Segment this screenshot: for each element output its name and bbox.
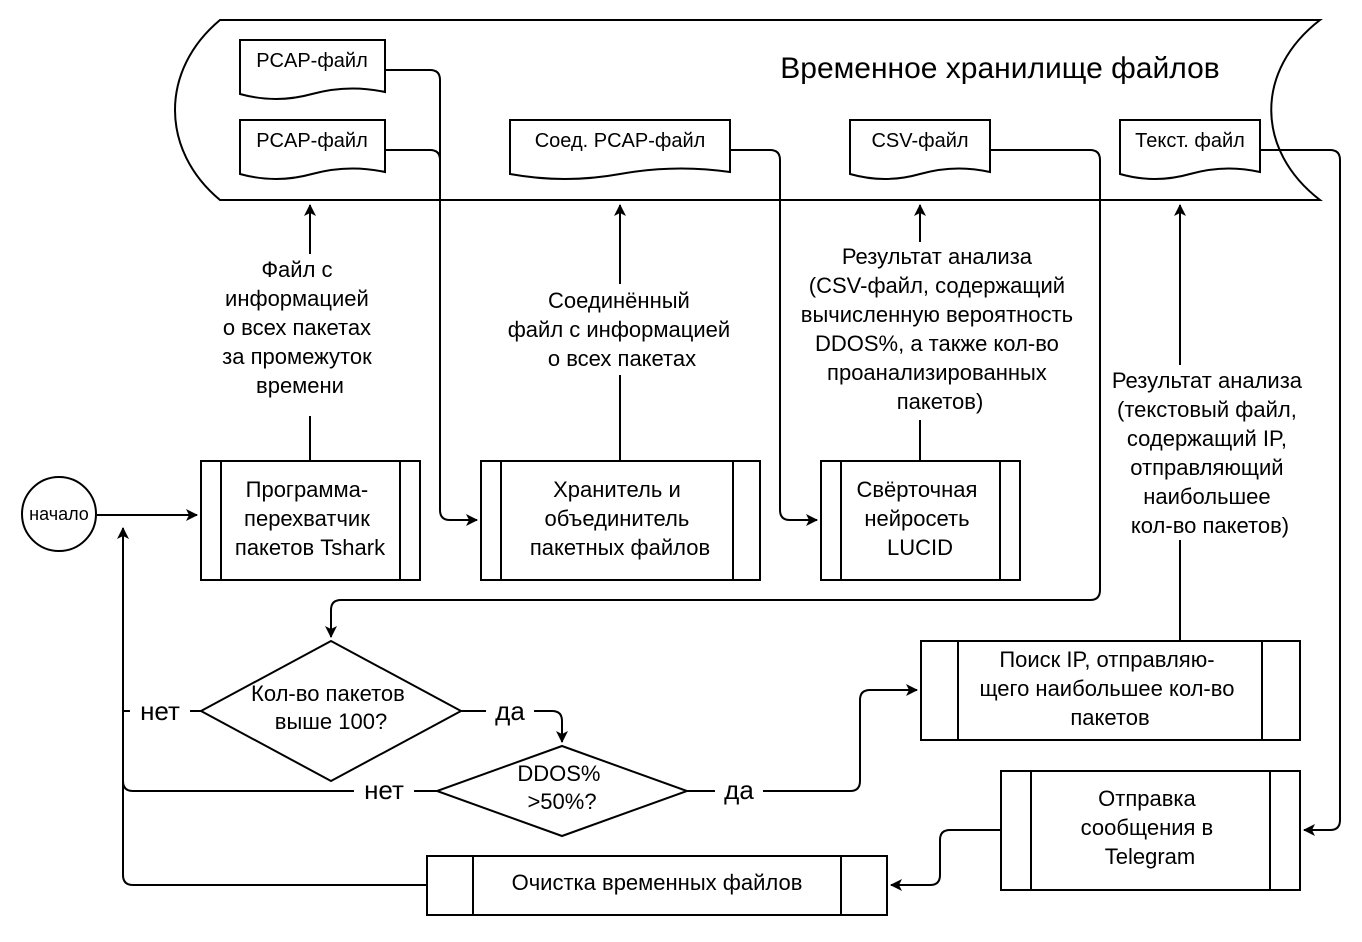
- edge-pcap1-to-merger: [385, 69, 478, 526]
- svg-text:Соед. PCAP-файл: Соед. PCAP-файл: [535, 130, 706, 152]
- svg-text:Очистка временных файлов: Очистка временных файлов: [512, 870, 803, 895]
- svg-text:DDOS% >50%?: DDOS% >50%?: [517, 761, 606, 814]
- svg-text:Отправка сообщения в: Отправка сообщения в Telegram: [1081, 786, 1220, 869]
- label-tshark-output: Файл с информацией о всех пакетах за про…: [222, 257, 378, 398]
- svg-text:Хранитель и объединитель: Хранитель и объединитель пакетных файлов: [530, 477, 710, 560]
- svg-text:Текст. файл: Текст. файл: [1135, 130, 1245, 152]
- label-no-packets: нет: [140, 696, 180, 726]
- label-bg: [354, 776, 414, 806]
- edge-csv-to-decision: [325, 149, 1101, 638]
- svg-text:PCAP-файл: PCAP-файл: [256, 50, 368, 72]
- svg-text:CSV-файл: CSV-файл: [871, 130, 968, 152]
- process-telegram: Отправка сообщения в Telegram: [1000, 770, 1301, 891]
- label-bg: [486, 697, 534, 727]
- process-file-merger: Хранитель и объединитель пакетных файлов: [480, 460, 761, 581]
- edge-yes-to-ddos: [461, 710, 568, 743]
- document-pcap-file-1: PCAP-файл: [239, 39, 386, 100]
- process-cleanup: Очистка временных файлов: [426, 855, 888, 916]
- svg-text:Поиск IP, отправляю- щег: Поиск IP, отправляю- щего наибольшее кол…: [979, 647, 1240, 730]
- start-node: начало: [21, 476, 97, 552]
- svg-text:Свёрточная нейросеть: Свёрточная нейросеть LUCID: [856, 477, 983, 560]
- label-merger-output: Соединённый файл с информацией о всех па…: [508, 288, 737, 371]
- label-ipsearch-output: Результат анализа (текстовый файл, содер…: [1112, 368, 1308, 538]
- storage-title: Временное хранилище файлов: [780, 52, 1219, 85]
- decision-packet-count: Кол-во пакетов выше 100?: [198, 639, 464, 783]
- process-ip-search: Поиск IP, отправляю- щего наибольшее кол…: [920, 640, 1301, 741]
- edge-yes-to-ipsearch: [687, 684, 918, 792]
- svg-text:Кол-во пакетов выше 100?: Кол-во пакетов выше 100?: [251, 681, 411, 734]
- svg-text:начало: начало: [29, 504, 89, 524]
- label-bg: [130, 697, 190, 727]
- svg-text:Программа- перехватчик: Программа- перехватчик пакетов Tshark: [235, 477, 386, 560]
- document-csv-file: CSV-файл: [849, 119, 991, 180]
- document-merged-pcap-file: Соед. PCAP-файл: [509, 119, 731, 180]
- document-pcap-file-2: PCAP-файл: [239, 119, 386, 180]
- edge-merged-to-lucid: [730, 149, 818, 526]
- process-tshark: Программа- перехватчик пакетов Tshark: [200, 460, 421, 581]
- edge-textfile-to-telegram: [1260, 149, 1341, 836]
- temp-storage: Временное хранилище файлов: [174, 19, 1323, 201]
- svg-text:PCAP-файл: PCAP-файл: [256, 130, 368, 152]
- edge-telegram-to-cleanup: [890, 829, 1001, 891]
- label-yes-ddos: да: [724, 775, 754, 805]
- process-lucid: Свёрточная нейросеть LUCID: [820, 460, 1021, 581]
- edge-pcap2-to-merger: [385, 149, 441, 250]
- decision-ddos-percent: DDOS% >50%?: [434, 744, 690, 838]
- label-no-ddos: нет: [364, 775, 404, 805]
- label-lucid-output: Результат анализа (CSV-файл, содержащий …: [801, 244, 1079, 414]
- label-bg: [715, 776, 763, 806]
- document-text-file: Текст. файл: [1119, 119, 1261, 180]
- edge-cleanup-to-start: [117, 527, 427, 886]
- label-yes-packets: да: [495, 696, 525, 726]
